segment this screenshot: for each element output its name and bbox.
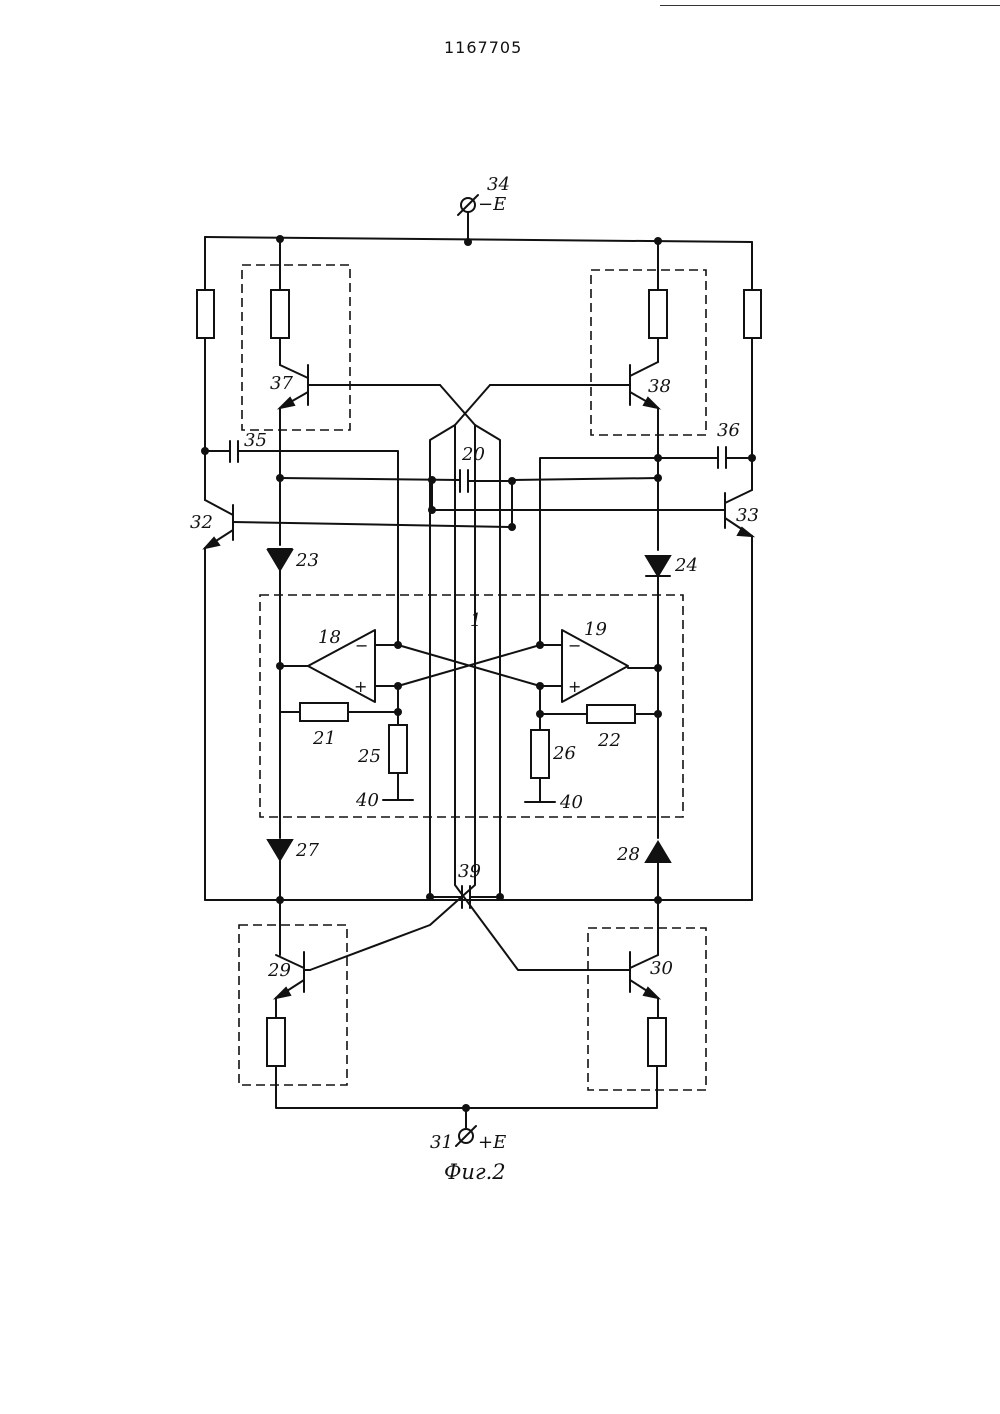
left-column [205, 408, 460, 955]
label-20: 20 [461, 444, 485, 465]
label-32: 32 [190, 512, 213, 533]
label-37: 37 [270, 373, 293, 394]
module-38 [490, 241, 706, 435]
label-block-1: 1 [470, 610, 481, 631]
label-36: 36 [717, 420, 740, 441]
label-27: 27 [295, 840, 319, 861]
label-40-left: 40 [355, 790, 379, 811]
label-21: 21 [312, 728, 336, 749]
opamp-19-minus: − [568, 636, 581, 655]
label-neg-e: −E [478, 194, 506, 215]
opamp-18-minus: − [355, 636, 368, 655]
module-30 [588, 928, 706, 1090]
label-35: 35 [244, 430, 267, 451]
label-25: 25 [357, 746, 381, 767]
label-26: 26 [552, 743, 576, 764]
opamp-19 [525, 630, 662, 802]
label-30: 30 [650, 958, 673, 979]
module-29 [239, 925, 347, 1085]
label-24: 24 [674, 555, 698, 576]
right-column [512, 408, 752, 955]
label-29: 29 [267, 960, 291, 981]
left-outer-branch [197, 237, 512, 900]
label-31: 31 [430, 1132, 453, 1153]
label-34: 34 [487, 174, 510, 195]
positive-supply-rail [276, 1073, 657, 1146]
opamp-19-plus: + [568, 677, 581, 696]
label-pos-e: +E [478, 1132, 506, 1153]
figure-caption: Фиг.2 [444, 1160, 506, 1184]
label-23: 23 [295, 550, 319, 571]
label-18: 18 [318, 627, 341, 648]
label-22: 22 [597, 730, 621, 751]
opamp-18-plus: + [354, 677, 367, 696]
label-39: 39 [458, 861, 481, 882]
label-40-right: 40 [559, 792, 583, 813]
label-28: 28 [616, 844, 640, 865]
label-33: 33 [736, 505, 759, 526]
label-19: 19 [584, 619, 607, 640]
module-37 [242, 239, 440, 430]
right-outer-branch [432, 242, 761, 900]
label-38: 38 [648, 376, 671, 397]
